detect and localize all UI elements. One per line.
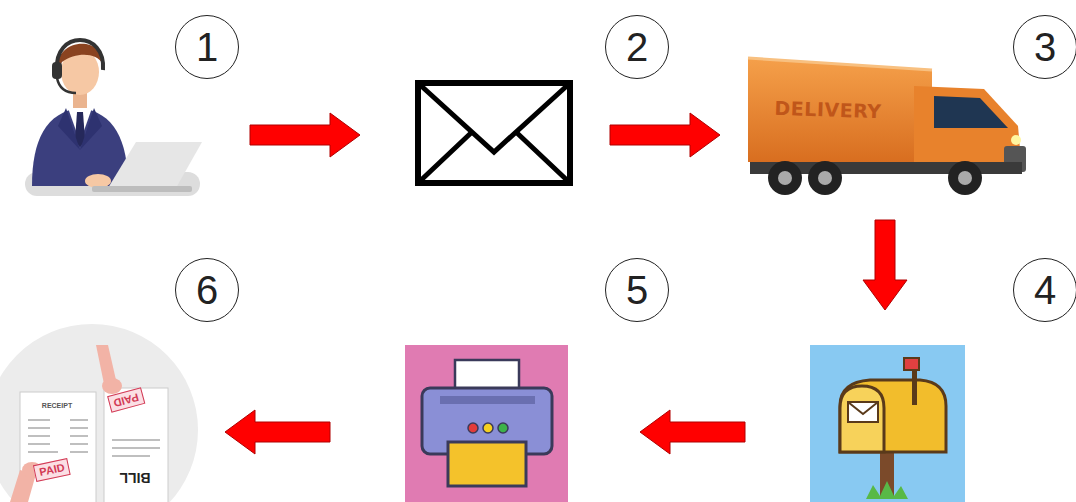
- step-node: 4: [745, 310, 1025, 502]
- callout-number: 4: [1013, 258, 1076, 322]
- indicator-light: [483, 423, 493, 433]
- callout-number: 2: [605, 15, 669, 79]
- paid-stamp: PAID: [33, 458, 71, 482]
- step-node: 5: [330, 362, 640, 502]
- flow-arrow: [610, 113, 720, 157]
- lapel: [58, 108, 80, 150]
- wheel-hub: [778, 171, 792, 185]
- output-tray: [448, 442, 526, 486]
- suit: [32, 108, 128, 186]
- tile-background: [810, 345, 965, 502]
- letter-flap: [848, 402, 878, 414]
- hand: [102, 378, 122, 394]
- bill-heading: BILL: [119, 471, 150, 485]
- truck-lettering: DELIVERY: [774, 99, 882, 122]
- letter: [848, 402, 878, 422]
- cargo-edge: [748, 58, 932, 70]
- headset-mic: [57, 78, 76, 93]
- lapel: [80, 108, 102, 150]
- receipt-illustration: [0, 324, 198, 502]
- step-node: 3DELIVERY: [720, 50, 1030, 220]
- flow-arrow: [640, 410, 745, 454]
- envelope-fold: [418, 132, 570, 183]
- paper-slot: [440, 396, 535, 404]
- callout-number: 3: [1013, 15, 1076, 79]
- indicator-light: [498, 423, 508, 433]
- wheel: [808, 161, 842, 195]
- mailbox-door: [840, 386, 884, 452]
- truck-illustration: [748, 58, 1026, 195]
- receipt-lines: [28, 420, 88, 452]
- tile-background: [0, 324, 198, 502]
- cab-window: [934, 96, 1008, 128]
- grass: [866, 481, 908, 499]
- headlight: [1011, 135, 1021, 145]
- indicator-light: [468, 423, 478, 433]
- callout-number: 5: [605, 258, 669, 322]
- callout-number: 1: [175, 15, 239, 79]
- tile-background: [405, 345, 568, 502]
- flow-arrow: [863, 220, 907, 310]
- wheel-hub: [958, 171, 972, 185]
- laptop-base: [92, 186, 192, 192]
- paid-stamp: PAID: [107, 387, 146, 413]
- mailbox-illustration: [810, 345, 965, 502]
- wheel: [948, 161, 982, 195]
- envelope-flap: [418, 83, 570, 152]
- agent-illustration: [25, 40, 202, 196]
- wheel-hub: [818, 171, 832, 185]
- step-node: 1: [20, 25, 250, 200]
- wheel: [768, 161, 802, 195]
- bill-lines: [112, 440, 160, 456]
- receipt-heading: RECEIPT: [42, 402, 72, 409]
- cargo-box: [748, 58, 932, 166]
- headset-ear: [52, 62, 62, 79]
- callout-number: 6: [175, 258, 239, 322]
- flow-arrow: [225, 410, 330, 454]
- mailbox-body: [840, 380, 946, 452]
- step-node: 6RECEIPTPAIDPAIDBILL: [0, 362, 225, 502]
- hand: [85, 174, 111, 188]
- printer-illustration: [405, 345, 568, 502]
- flag: [904, 358, 919, 370]
- envelope-body: [418, 83, 570, 183]
- step-node: 2: [360, 75, 610, 195]
- headset: [57, 40, 103, 70]
- flow-arrow: [250, 113, 360, 157]
- bill-paper: [104, 388, 168, 502]
- envelope-illustration: [418, 83, 570, 183]
- laptop-screen: [108, 142, 202, 188]
